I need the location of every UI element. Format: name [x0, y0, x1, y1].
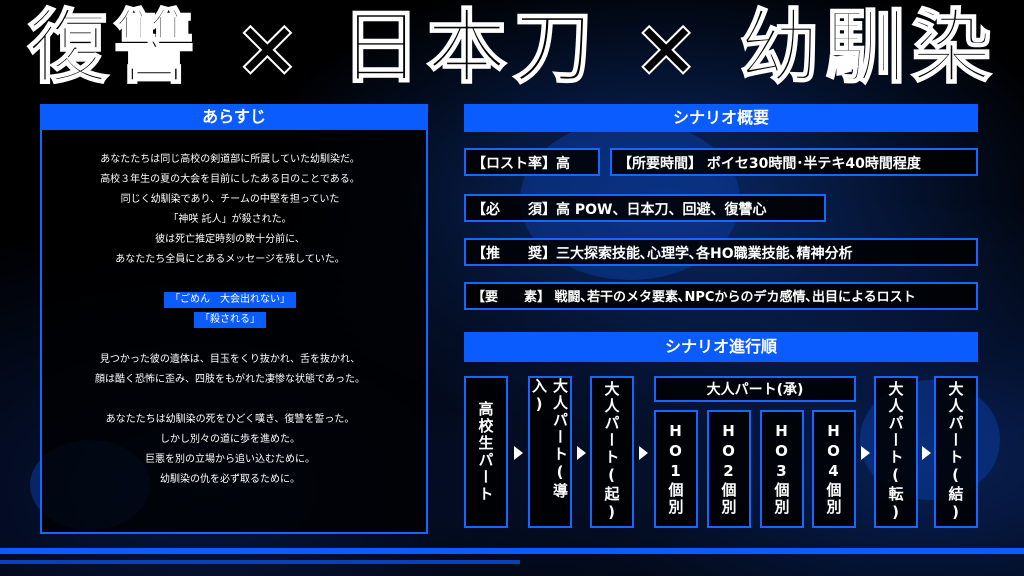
scenario-elements: 【要 素】 戦闘､若干のメタ要素､NPCからのデカ感情､出目によるロスト [464, 282, 978, 310]
step-box: HO3個別 [760, 410, 804, 528]
synopsis-text: あなたたちは同じ高校の剣道部に所属していた幼馴染だ。 高校３年生の夏の大会を目前… [44, 150, 416, 490]
bottom-bar [0, 548, 1024, 554]
arrow-icon [514, 446, 523, 460]
group-header: 大人パート(承) [654, 376, 856, 402]
synopsis-header: あらすじ [40, 104, 428, 130]
arrow-icon [861, 446, 870, 460]
synopsis-line: 幼馴染の仇を必ず取るために。 [160, 474, 300, 485]
page-title: 復讐 × 日本刀 × 幼馴染 [27, 1, 998, 95]
step-label: HO2個別 [719, 422, 738, 516]
synopsis-line: 顔は酷く恐怖に歪み、四肢をもがれた凄惨な状態であった。 [95, 374, 365, 385]
step-label: HO4個別 [824, 422, 843, 516]
step-box: HO2個別 [707, 410, 751, 528]
synopsis-line: あなたたち全員にとあるメッセージを残していた。 [115, 254, 345, 265]
required-items: 【必 須】高 POW、日本刀、回避、復讐心 [464, 194, 826, 222]
step-box: 大人パート(転) [874, 376, 918, 528]
arrow-icon [922, 446, 931, 460]
synopsis-line: 見つかった彼の遺体は、目玉をくり抜かれ、舌を抜かれ、 [99, 354, 361, 365]
synopsis-line: 高校３年生の夏の大会を目前にしたある日のことである。 [100, 174, 360, 185]
step-box: HO1個別 [654, 410, 698, 528]
synopsis-line: しかし別々の道に歩を進めた。 [160, 434, 300, 445]
step-label: 大人パート(導入) [530, 378, 569, 500]
step-box: 大人パート(起) [590, 376, 634, 528]
synopsis-line: 「神咲 託人」が殺された。 [168, 214, 292, 225]
lost-rate: 【ロスト率】高 [464, 148, 600, 176]
step-box: 高校生パート [464, 376, 508, 528]
synopsis-line: 同じく幼馴染であり、チームの中堅を担っていた [120, 194, 340, 205]
step-label: 大人パート(結) [946, 381, 965, 523]
step-label: 高校生パート [476, 401, 495, 503]
message-highlight: 「ごめん 大会出れない」 [164, 292, 296, 308]
step-box: HO4個別 [812, 410, 856, 528]
arrow-icon [577, 446, 586, 460]
synopsis-line: あなたたちは幼馴染の死をひどく嘆き、復讐を誓った。 [105, 414, 355, 425]
message-highlight: 「殺される」 [194, 312, 266, 328]
play-time: 【所要時間】 ボイセ30時間･半テキ40時間程度 [610, 148, 978, 176]
step-box: 大人パート(結) [934, 376, 978, 528]
overview-header: シナリオ概要 [464, 104, 978, 132]
recommended-skills: 【推 奨】三大探索技能､心理学､各HO職業技能､精神分析 [464, 238, 978, 266]
step-box: 大人パート(導入) [528, 376, 572, 528]
step-label: 大人パート(転) [886, 381, 905, 523]
step-label: HO3個別 [772, 422, 791, 516]
step-label: HO1個別 [666, 422, 685, 516]
group-label: 大人パート(承) [706, 382, 804, 398]
arrow-icon [639, 446, 648, 460]
synopsis-line: 巨悪を別の立場から追い込むために。 [145, 454, 315, 465]
step-label: 大人パート(起) [602, 381, 621, 523]
synopsis-line: あなたたちは同じ高校の剣道部に所属していた幼馴染だ。 [100, 154, 360, 165]
synopsis-line: 彼は死亡推定時刻の数十分前に、 [155, 234, 305, 245]
bottom-bar [0, 560, 520, 564]
order-header: シナリオ進行順 [464, 332, 978, 362]
